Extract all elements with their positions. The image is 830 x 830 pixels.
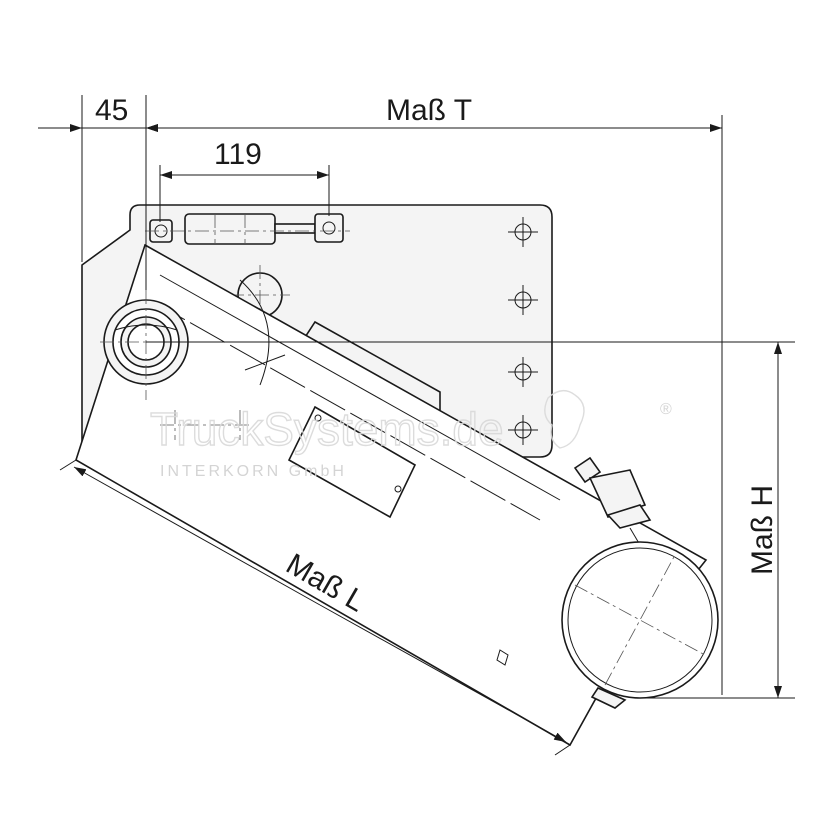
hole-icon [508,285,538,315]
watermark-brand: TruckSystems.de [150,403,504,455]
spring-label: 119 [214,138,262,171]
watermark-registered: ® [660,401,675,418]
clamp-bolt [573,456,652,546]
hole-icon [508,217,538,247]
hole-icon [508,357,538,387]
hole-icon [508,415,538,445]
dimension-depth: Maß T [146,94,723,695]
watermark-company: INTERKORN GmbH [160,463,347,480]
dimension-height: Maß H [146,341,795,699]
watermark: TruckSystems.de INTERKORN GmbH ® [149,390,675,480]
dimension-offset: 45 [38,94,190,290]
swing-arc [239,279,286,386]
horse-logo-icon [544,390,585,449]
name-plate [287,405,417,519]
dimension-spring: 119 [159,138,330,222]
height-label: Maß H [746,485,779,575]
gas-spring [145,213,350,245]
depth-label: Maß T [386,94,472,127]
offset-label: 45 [95,94,128,127]
